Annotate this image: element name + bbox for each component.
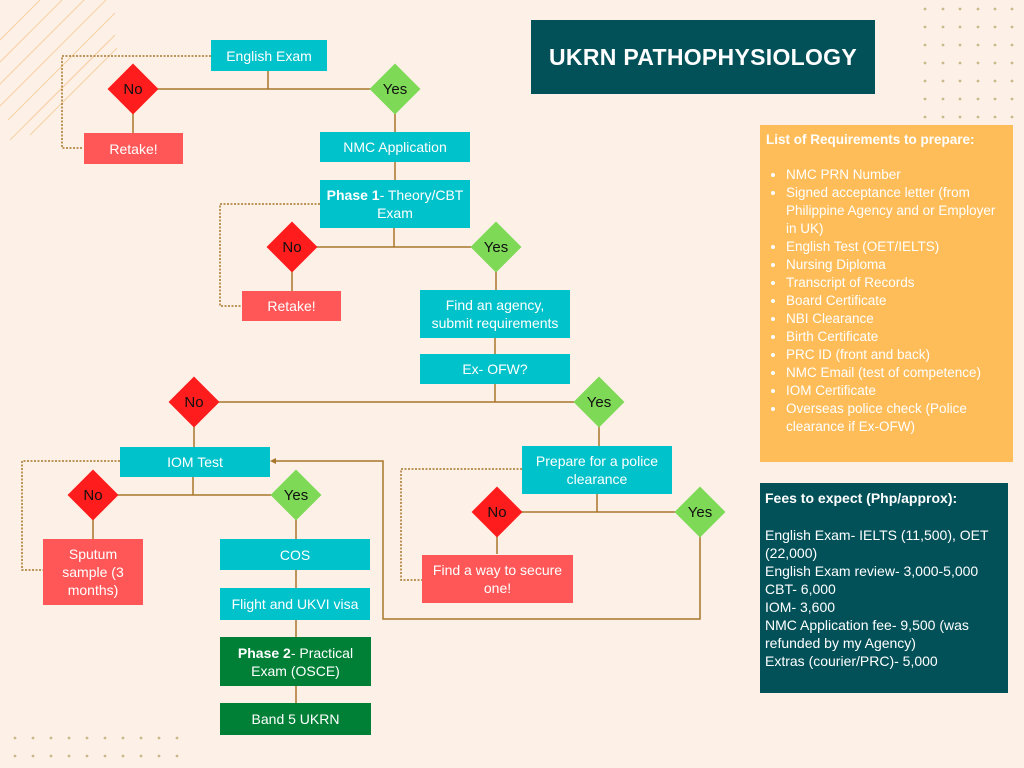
requirements-list: NMC PRN Number Signed acceptance letter … xyxy=(766,166,1007,436)
fee-line: IOM- 3,600 xyxy=(765,599,836,615)
decision-label: No xyxy=(487,503,507,521)
decision-label: Yes xyxy=(687,503,713,521)
node-cos: COS xyxy=(220,539,370,570)
connector xyxy=(272,460,701,620)
node-band-5-ukrn: Band 5 UKRN xyxy=(220,703,371,735)
node-secure-clearance: Find a way to secure one! xyxy=(422,555,573,603)
arrowhead-icon xyxy=(270,458,276,464)
decision-no: No xyxy=(266,221,318,273)
requirement-item: Transcript of Records xyxy=(786,274,1007,292)
decision-label: No xyxy=(184,393,204,411)
requirements-heading: List of Requirements to prepare: xyxy=(766,132,975,147)
phase-2-label: Phase 2 xyxy=(237,644,291,661)
decision-yes: Yes xyxy=(573,376,625,428)
requirement-item: NMC PRN Number xyxy=(786,166,1007,184)
node-retake: Retake! xyxy=(242,291,341,321)
requirement-item: English Test (OET/IELTS) xyxy=(786,238,1007,256)
dashed-loop xyxy=(21,460,120,571)
node-nmc-application: NMC Application xyxy=(320,132,470,162)
phase-2-text: - Practical Exam (OSCE) xyxy=(251,644,354,679)
node-phase-2: Phase 2- Practical Exam (OSCE) xyxy=(220,637,371,686)
node-police-clearance: Prepare for a police clearance xyxy=(522,446,672,494)
fees-heading: Fees to expect (Php/approx): xyxy=(765,490,958,506)
decision-label: Yes xyxy=(483,238,509,256)
requirement-item: Birth Certificate xyxy=(786,328,1007,346)
decision-label: No xyxy=(123,80,143,98)
requirement-item: Signed acceptance letter (from Philippin… xyxy=(786,184,1007,238)
decision-no: No xyxy=(67,469,119,521)
fee-line: English Exam review- 3,000-5,000 xyxy=(765,563,979,579)
decision-yes: Yes xyxy=(369,63,421,115)
dashed-loop xyxy=(400,468,522,581)
node-retake: Retake! xyxy=(84,133,183,164)
decision-yes: Yes xyxy=(470,221,522,273)
node-sputum-sample: Sputum sample (3 months) xyxy=(43,539,143,605)
requirement-item: NBI Clearance xyxy=(786,310,1007,328)
decision-label: No xyxy=(83,486,103,504)
decision-no: No xyxy=(471,486,523,538)
page-title: UKRN PATHOPHYSIOLOGY xyxy=(531,20,875,94)
dot-grid-decor xyxy=(13,7,1014,758)
node-iom-test: IOM Test xyxy=(120,447,270,477)
dashed-loop xyxy=(219,203,320,307)
requirement-item: Overseas police check (Police clearance … xyxy=(786,400,1007,436)
fee-line: Extras (courier/PRC)- 5,000 xyxy=(765,653,938,669)
node-flight-visa: Flight and UKVI visa xyxy=(220,588,370,620)
node-phase-1: Phase 1- Theory/CBT Exam xyxy=(320,180,470,228)
decision-yes: Yes xyxy=(270,469,322,521)
requirement-item: Board Certificate xyxy=(786,292,1007,310)
node-find-agency: Find an agency, submit requirements xyxy=(420,290,570,338)
node-english-exam: English Exam xyxy=(211,40,327,71)
decision-label: Yes xyxy=(283,486,309,504)
decision-label: Yes xyxy=(586,393,612,411)
requirement-item: Nursing Diploma xyxy=(786,256,1007,274)
node-ex-ofw: Ex- OFW? xyxy=(420,354,570,384)
fee-line: English Exam- IELTS (11,500), OET (22,00… xyxy=(765,527,989,561)
requirements-panel: List of Requirements to prepare: NMC PRN… xyxy=(760,125,1013,462)
fee-line: CBT- 6,000 xyxy=(765,581,836,597)
decision-no: No xyxy=(107,63,159,115)
decision-no: No xyxy=(168,376,220,428)
fees-panel: Fees to expect (Php/approx): English Exa… xyxy=(760,483,1008,693)
requirement-item: PRC ID (front and back) xyxy=(786,346,1007,364)
requirement-item: NMC Email (test of competence) xyxy=(786,364,1007,382)
phase-1-label: Phase 1 xyxy=(326,187,380,203)
decision-label: Yes xyxy=(382,80,408,98)
requirement-item: IOM Certificate xyxy=(786,382,1007,400)
decision-yes: Yes xyxy=(674,486,726,538)
decision-label: No xyxy=(282,238,302,256)
phase-1-text: - Theory/CBT Exam xyxy=(377,187,464,221)
fee-line: NMC Application fee- 9,500 (was refunded… xyxy=(765,617,969,651)
dashed-loop xyxy=(61,55,211,149)
